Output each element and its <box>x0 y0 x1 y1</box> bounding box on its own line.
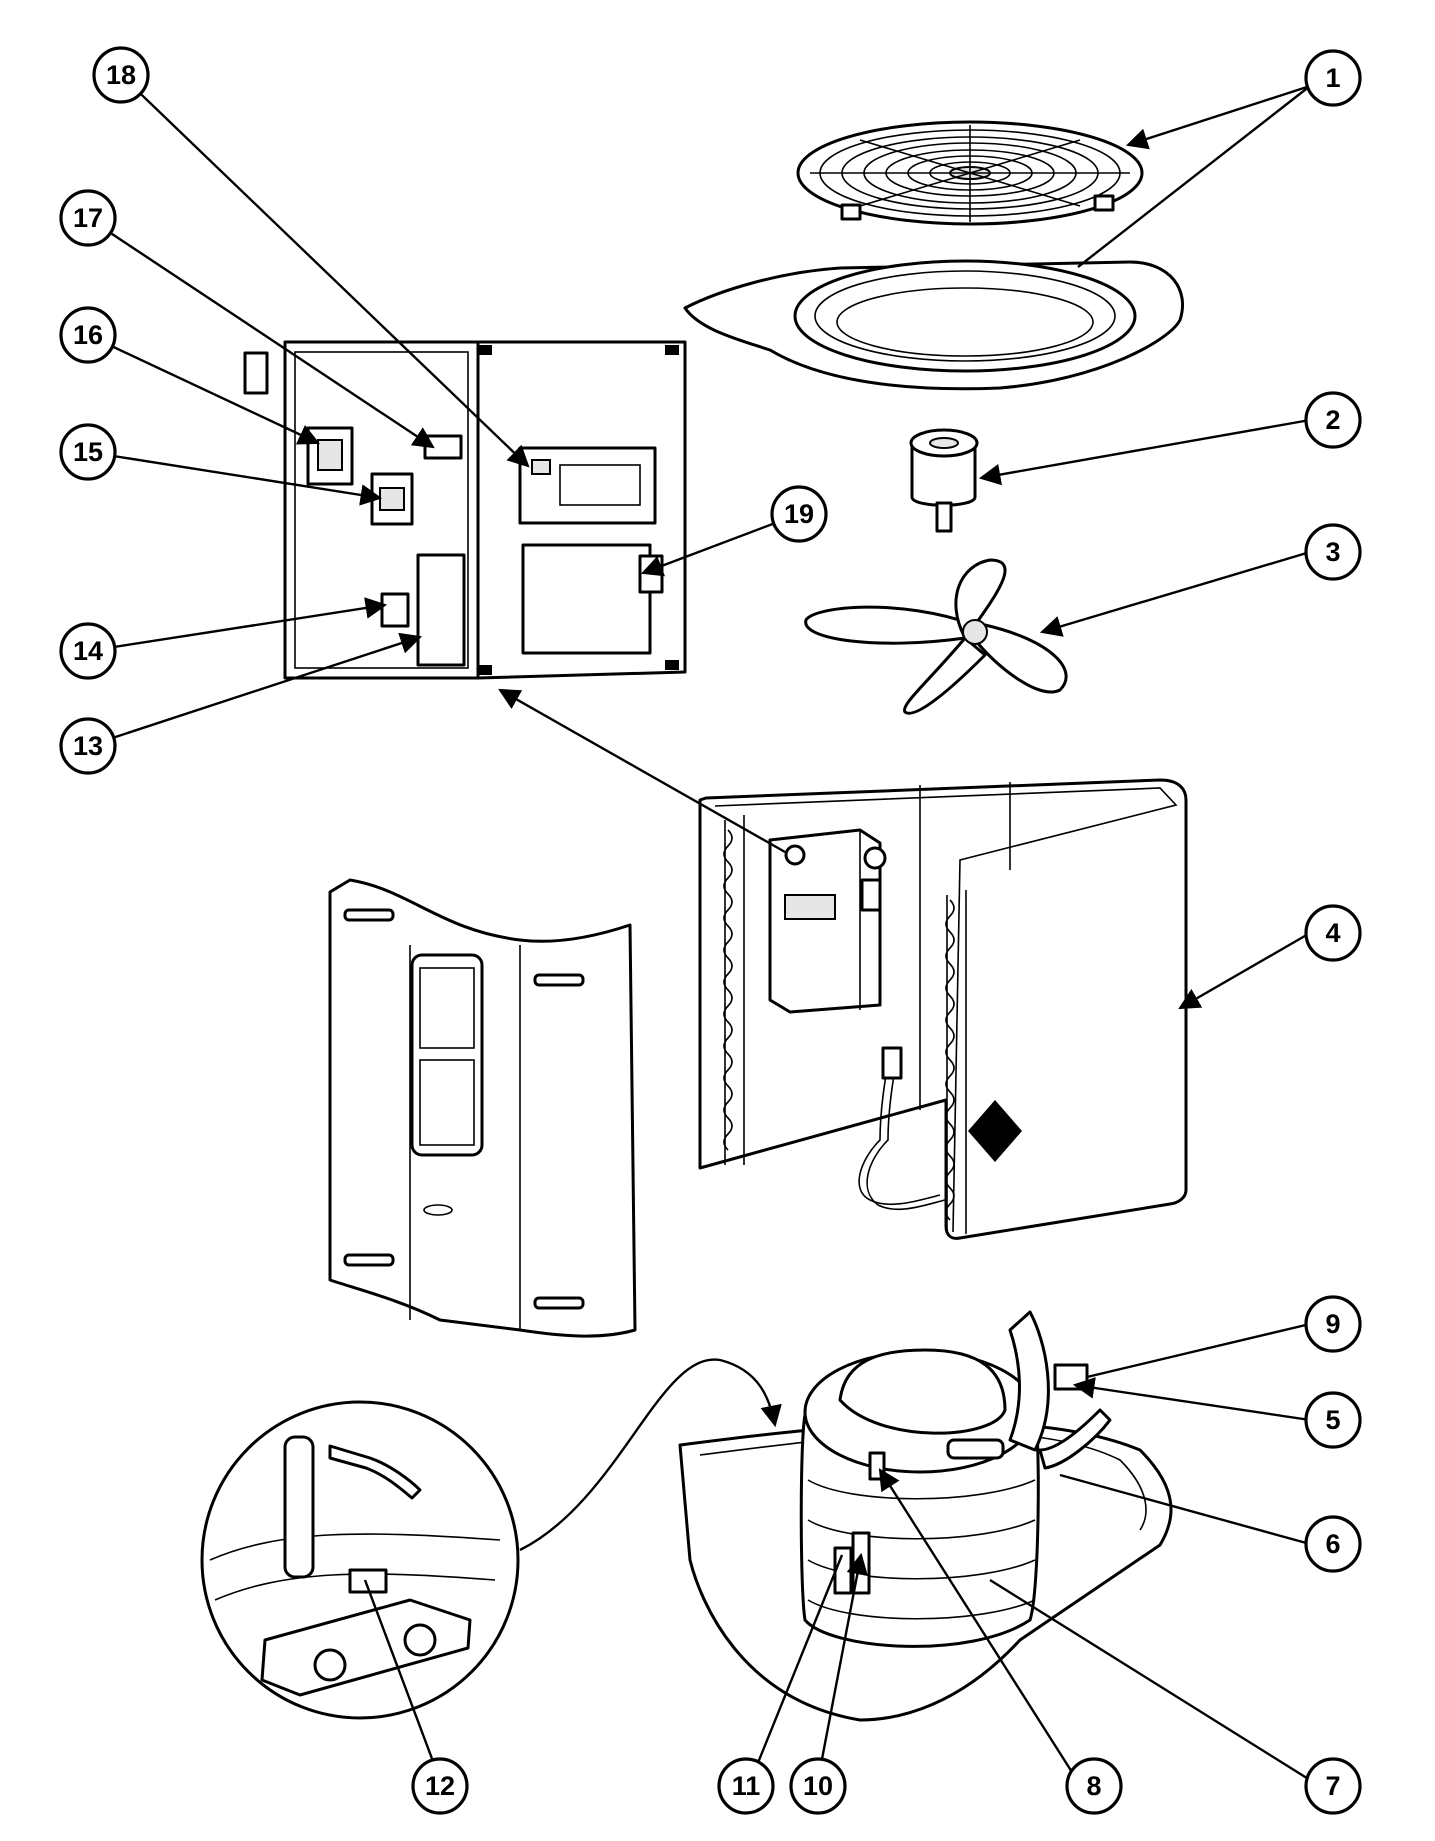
callout-3: 3 <box>1304 523 1362 581</box>
inset-detail <box>200 1400 520 1720</box>
callout-5: 5 <box>1304 1391 1362 1449</box>
svg-text:7: 7 <box>1325 1771 1340 1801</box>
callout-15: 15 <box>59 423 117 481</box>
svg-text:18: 18 <box>106 60 136 90</box>
callout-7: 7 <box>1304 1757 1362 1815</box>
callout-14: 14 <box>59 622 117 680</box>
svg-text:5: 5 <box>1325 1405 1340 1435</box>
callout-19: 19 <box>770 485 828 543</box>
svg-text:11: 11 <box>732 1771 761 1801</box>
callout-13: 13 <box>59 717 117 775</box>
svg-text:10: 10 <box>803 1771 833 1801</box>
fan-blade <box>804 558 1068 715</box>
svg-text:4: 4 <box>1325 918 1340 948</box>
compressor-base-assembly <box>678 1310 1173 1722</box>
leader-lines <box>87 74 1311 1782</box>
callout-4: 4 <box>1304 904 1362 962</box>
svg-text:14: 14 <box>73 636 103 666</box>
svg-text:15: 15 <box>73 437 103 467</box>
callout-17: 17 <box>59 189 117 247</box>
callout-1: 1 <box>1304 49 1362 107</box>
svg-text:16: 16 <box>73 320 103 350</box>
callout-8: 8 <box>1065 1757 1123 1815</box>
box-pointer-arrow <box>498 688 786 854</box>
svg-text:13: 13 <box>73 731 103 761</box>
svg-text:3: 3 <box>1325 537 1340 567</box>
cabinet-and-coil <box>698 778 1188 1240</box>
svg-text:2: 2 <box>1325 405 1340 435</box>
electrical-box <box>243 340 687 680</box>
front-panel <box>328 878 637 1338</box>
fan-motor <box>909 428 979 533</box>
callout-18: 18 <box>92 46 150 104</box>
inset-pointer-arrow <box>519 1358 782 1552</box>
svg-text:17: 17 <box>73 203 103 233</box>
svg-text:9: 9 <box>1325 1309 1340 1339</box>
svg-text:19: 19 <box>784 499 814 529</box>
callout-10: 10 <box>789 1757 847 1815</box>
callout-6: 6 <box>1304 1515 1362 1573</box>
fan-grille <box>796 120 1144 226</box>
top-panel <box>683 259 1185 391</box>
callout-16: 16 <box>59 306 117 364</box>
callout-2: 2 <box>1304 391 1362 449</box>
svg-text:6: 6 <box>1325 1529 1340 1559</box>
callout-9: 9 <box>1304 1295 1362 1353</box>
svg-text:8: 8 <box>1086 1771 1101 1801</box>
callout-12: 12 <box>411 1757 469 1815</box>
svg-text:12: 12 <box>425 1771 455 1801</box>
svg-text:1: 1 <box>1325 63 1340 93</box>
callout-11: 11 <box>717 1757 775 1815</box>
